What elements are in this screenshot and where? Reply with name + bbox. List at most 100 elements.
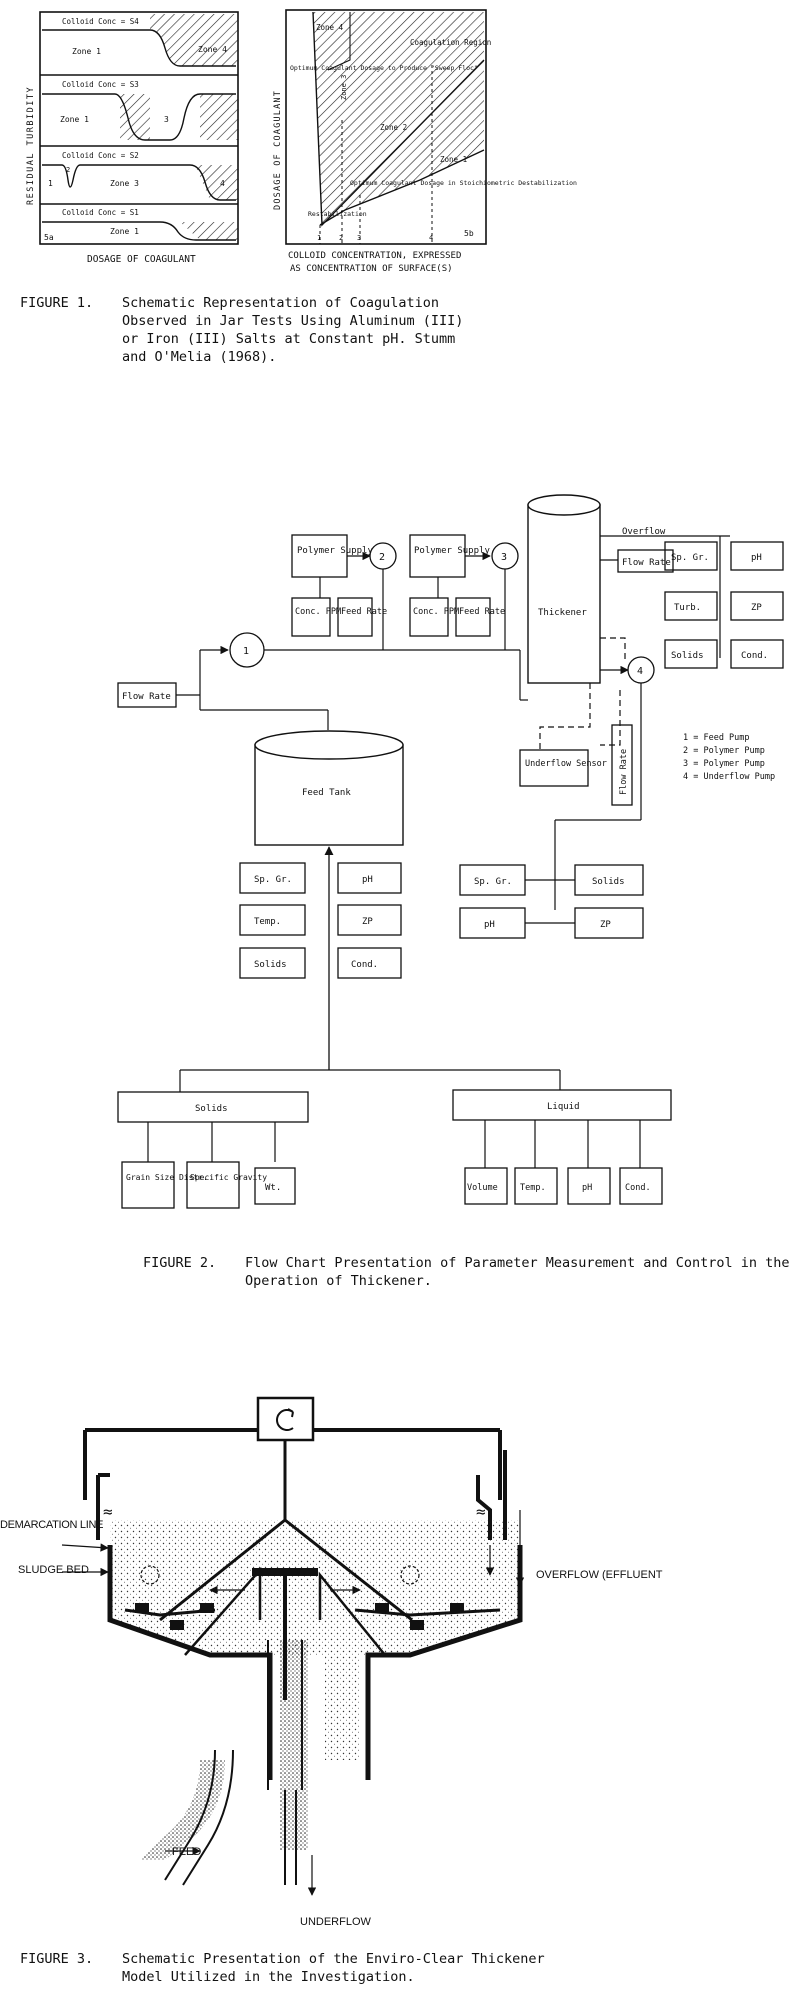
figure2-caption-number: FIGURE 2. [143,1255,217,1271]
panel-b-x-label-1: COLLOID CONCENTRATION, EXPRESSED [288,251,461,261]
conc-ppm-2: Conc. PPM [413,607,459,617]
underflow-param-2: pH [484,920,495,930]
overflow-effluent-label: OVERFLOW (EFFLUENT [536,1569,663,1581]
thickener-label: Thickener [538,608,587,618]
figure2-caption: FIGURE 2. Flow Chart Presentation of Par… [143,1254,793,1289]
panel-a-zone-1-left: Zone 1 [72,47,101,56]
panel-b-zone1: Zone 1 [440,155,467,164]
panel-b-zone2: Zone 2 [380,123,407,132]
figure1-caption-number: FIGURE 1. [20,295,94,311]
overflow-param-4: Solids [671,651,704,661]
figure3-caption-text: Schematic Presentation of the Enviro-Cle… [122,1951,545,1985]
panel-b-coag-region: Coagulation Region [410,38,491,47]
panel-a-zone-3-mid: Zone 3 [110,179,139,188]
panel-b-tick-3: 3 [357,234,361,242]
liquid-param-0: Volume [467,1183,498,1193]
overflow-param-0: Sp. Gr. [671,553,709,563]
flow-rate-feed: Flow Rate [122,692,171,702]
figure1: Colloid Conc = S4 Zone 1 Zone 4 Colloid … [26,9,577,274]
liquid-param-3: Cond. [625,1183,651,1193]
figure2: Polymer Supply Conc. PPM Feed Rate 2 Pol… [117,494,784,1209]
overflow-param-2: Turb. [674,603,701,613]
svg-text:≈: ≈ [103,1502,113,1521]
legend-0: 1 = Feed Pump [683,733,750,743]
overflow-param-1: pH [751,553,762,563]
feed-param-5: Cond. [351,960,378,970]
figure3-caption-number: FIGURE 3. [20,1951,94,1967]
feed-param-3: ZP [362,917,373,927]
sludge-bed-label: SLUDGE BED [18,1564,89,1576]
liquid-box: Liquid [547,1102,580,1112]
figure3-caption: FIGURE 3. Schematic Presentation of the … [20,1950,660,1985]
flow-rate-underflow: Flow Rate [619,749,629,795]
panel-a-zone-3-right: 4 [220,179,225,188]
underflow-param-0: Sp. Gr. [474,877,512,887]
panel-b-tick-2: 2 [339,234,343,242]
panel-a-conc-1: Colloid Conc = S4 [62,17,139,26]
solids-param-0: Grain Size Distr. [126,1173,208,1182]
panel-a-zone-3-left: 1 [48,179,53,188]
panel-a-tag: 5a [44,233,54,242]
pump-1-label: 1 [243,646,249,657]
figure2-caption-text: Flow Chart Presentation of Parameter Mea… [245,1255,790,1289]
legend-2: 3 = Polymer Pump [683,759,765,769]
pump-2-label: 2 [379,552,385,563]
legend-1: 2 = Polymer Pump [683,746,765,756]
polymer-supply-2: Polymer Supply [414,546,490,556]
panel-a-y-label: RESIDUAL TURBIDITY [26,86,36,205]
figure3: ≈ ≈ DEMARCATION LINE [0,1396,663,1928]
pump-legend: 1 = Feed Pump 2 = Polymer Pump 3 = Polym… [683,733,775,782]
solids-box: Solids [195,1104,228,1114]
demarcation-line-label: DEMARCATION LINE [0,1519,103,1531]
panel-a-conc-2: Colloid Conc = S3 [62,80,139,89]
solids-param-1: Specific Gravity [190,1173,267,1182]
pump-3-label: 3 [501,552,507,563]
pump-4-label: 4 [637,666,643,677]
panel-b-x-label-2: AS CONCENTRATION OF SURFACE(S) [290,264,453,274]
panel-b-tick-4: 4 [429,234,433,242]
solids-param-2: Wt. [265,1183,281,1193]
panel-b-optimum-stoich: Optimum Coagulant Dosage in Stoichiometr… [350,179,577,187]
flow-rate-overflow: Flow Rate [622,558,671,568]
figure1-caption: FIGURE 1. Schematic Representation of Co… [20,294,500,365]
svg-text:≈: ≈ [476,1502,486,1521]
panel-b-zone4: Zone 4 [316,23,344,32]
figure1-caption-text: Schematic Representation of Coagulation … [122,295,464,365]
feed-label: FEED [172,1846,201,1858]
figure1-panel-a: Colloid Conc = S4 Zone 1 Zone 4 Colloid … [26,11,239,265]
panel-a-conc-3: Colloid Conc = S2 [62,151,139,160]
liquid-param-1: Temp. [520,1183,546,1193]
feed-tank-label: Feed Tank [302,788,351,798]
overflow-param-5: Cond. [741,651,768,661]
legend-3: 4 = Underflow Pump [683,772,775,782]
underflow-param-3: ZP [600,920,611,930]
panel-a-zone-3-small: 2 [66,166,70,174]
underflow-label: UNDERFLOW [300,1916,372,1928]
underflow-param-1: Solids [592,877,625,887]
feed-rate-2: Feed Rate [459,607,505,617]
panel-b-tag: 5b [464,229,474,238]
panel-a-x-label: DOSAGE OF COAGULANT [87,254,196,265]
feed-param-4: Solids [254,960,287,970]
panel-a-zone-1-right: Zone 4 [198,45,227,54]
underflow-sensor: Underflow Sensor [525,759,607,769]
liquid-param-2: pH [582,1183,592,1193]
panel-a-zone-4-left: Zone 1 [110,227,139,236]
panel-b-restab: Restabilization [308,210,367,218]
panel-b-y-label: DOSAGE OF COAGULANT [273,90,283,210]
polymer-supply-1: Polymer Supply [297,546,373,556]
feed-param-2: Temp. [254,917,281,927]
overflow-param-3: ZP [751,603,762,613]
panel-a-zone-2-mid: 3 [164,115,169,124]
feed-param-1: pH [362,875,373,885]
panel-b-optimum-sweep: Optimum Coagulant Dosage to Produce "Swe… [290,64,478,72]
figure1-panel-b: Zone 4 Coagulation Region Optimum Coagul… [273,9,577,274]
overflow-label: Overflow [622,527,666,537]
panel-a-conc-4: Colloid Conc = S1 [62,208,139,217]
feed-rate-1: Feed Rate [341,607,387,617]
feed-param-0: Sp. Gr. [254,875,292,885]
panel-b-tick-1: 1 [317,234,321,242]
conc-ppm-1: Conc. PPM [295,607,341,617]
panel-a-zone-2-left: Zone 1 [60,115,89,124]
